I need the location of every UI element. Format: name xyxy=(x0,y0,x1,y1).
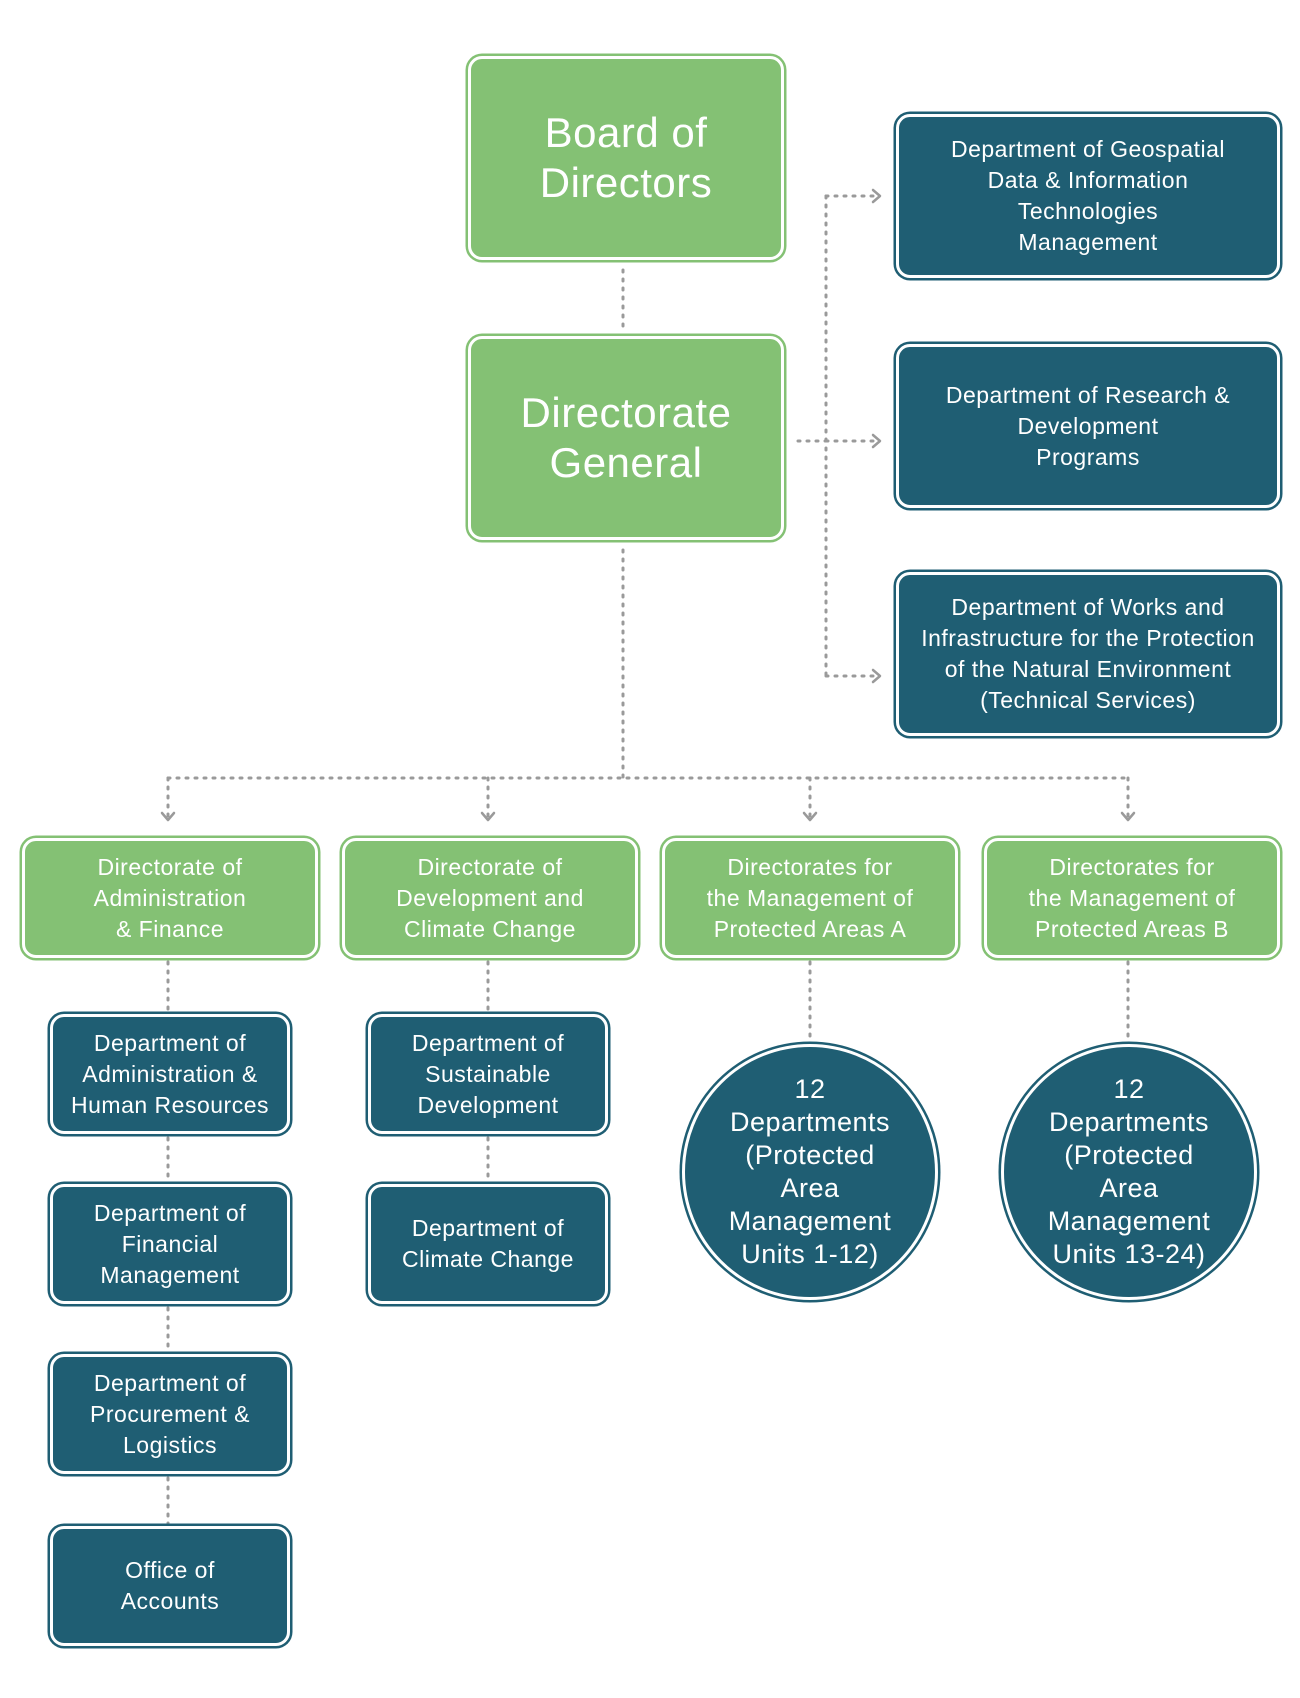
board-of-directors-box: Board of Directors xyxy=(468,56,784,260)
directorate-protected-areas-b: Directorates for the Management of Prote… xyxy=(984,838,1280,958)
directorate-administration-finance: Directorate of Administration & Finance xyxy=(22,838,318,958)
arrowhead-dir-3 xyxy=(802,811,818,822)
arrowhead-side-3 xyxy=(871,668,882,684)
directorate-general-box: Directorate General xyxy=(468,336,784,540)
side-department-label: Department of Research & Development Pro… xyxy=(945,381,1231,470)
directorate-label: Directorate of Development and Climate C… xyxy=(396,853,584,942)
protected-area-units-label: 12 Departments (Protected Area Managemen… xyxy=(1047,1074,1211,1269)
side-department-works: Department of Works and Infrastructure f… xyxy=(896,572,1280,736)
protected-area-units-1-12: 12 Departments (Protected Area Managemen… xyxy=(682,1044,938,1300)
directorate-general-label: Directorate General xyxy=(520,389,732,486)
department-financial-management: Department of Financial Management xyxy=(50,1184,290,1304)
directorate-label: Directorate of Administration & Finance xyxy=(93,853,247,942)
department-label: Department of Sustainable Development xyxy=(411,1029,565,1118)
side-department-geospatial: Department of Geospatial Data & Informat… xyxy=(896,114,1280,278)
arrowhead-dir-1 xyxy=(160,811,176,822)
board-of-directors-label: Board of Directors xyxy=(539,109,713,206)
arrowhead-dir-4 xyxy=(1120,811,1136,822)
department-procurement-logistics: Department of Procurement & Logistics xyxy=(50,1354,290,1474)
directorate-label: Directorates for the Management of Prote… xyxy=(706,853,914,942)
side-department-research: Department of Research & Development Pro… xyxy=(896,344,1280,508)
department-label: Office of Accounts xyxy=(120,1557,220,1614)
department-label: Department of Climate Change xyxy=(402,1215,574,1272)
side-department-label: Department of Works and Infrastructure f… xyxy=(921,594,1255,713)
department-administration-hr: Department of Administration & Human Res… xyxy=(50,1014,290,1134)
department-label: Department of Administration & Human Res… xyxy=(71,1029,269,1118)
directorate-label: Directorates for the Management of Prote… xyxy=(1028,853,1236,942)
department-label: Department of Financial Management xyxy=(93,1199,247,1288)
office-of-accounts: Office of Accounts xyxy=(50,1526,290,1646)
arrowhead-dir-2 xyxy=(480,811,496,822)
directorate-development-climate: Directorate of Development and Climate C… xyxy=(342,838,638,958)
side-department-label: Department of Geospatial Data & Informat… xyxy=(950,136,1226,255)
protected-area-units-label: 12 Departments (Protected Area Managemen… xyxy=(728,1074,892,1269)
protected-area-units-13-24: 12 Departments (Protected Area Managemen… xyxy=(1001,1044,1257,1300)
arrowhead-side-1 xyxy=(871,188,882,204)
department-label: Department of Procurement & Logistics xyxy=(90,1369,250,1458)
directorate-protected-areas-a: Directorates for the Management of Prote… xyxy=(662,838,958,958)
arrowhead-side-2 xyxy=(871,433,882,449)
department-sustainable-development: Department of Sustainable Development xyxy=(368,1014,608,1134)
department-climate-change: Department of Climate Change xyxy=(368,1184,608,1304)
